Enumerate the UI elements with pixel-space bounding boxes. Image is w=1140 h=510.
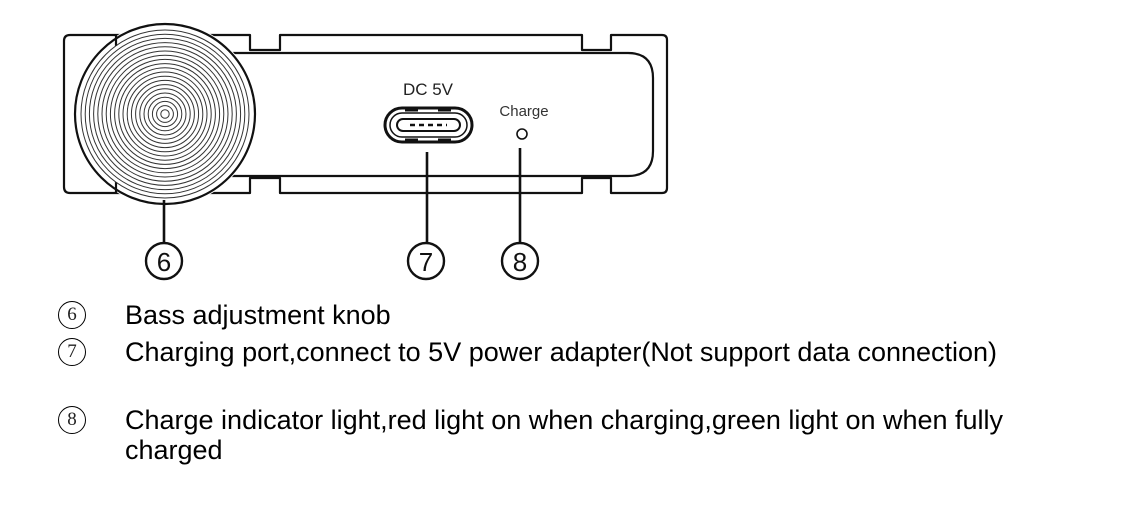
knob-ring [80, 29, 250, 199]
knob-ring [93, 42, 237, 186]
knob-ring [151, 100, 179, 128]
device-body-outline [62, 33, 669, 195]
legend-number-7: 7 [58, 338, 86, 366]
legend-number-6: 6 [58, 301, 86, 329]
knob-ring [118, 67, 212, 161]
knob-ring [139, 88, 191, 140]
device-rear-panel-diagram: DC 5V Charge 6 7 8 [62, 22, 669, 281]
callout-circle-6 [144, 241, 184, 281]
bass-knob-backdrop [73, 22, 257, 206]
callout-number-7: 7 [419, 247, 433, 277]
knob-ring [84, 33, 246, 195]
knob-ring [160, 109, 170, 119]
knob-ring [156, 105, 174, 123]
legend-text-7: Charging port,connect to 5V power adapte… [125, 337, 998, 367]
knob-ring [114, 63, 216, 165]
bass-knob[interactable] [73, 22, 257, 206]
knob-ring [147, 96, 183, 132]
legend-text-8: Charge indicator light,red light on when… [125, 405, 1004, 465]
knob-ring [122, 71, 208, 157]
knob-ring [130, 79, 200, 149]
knob-ring [126, 75, 204, 153]
callout-circle-7 [406, 241, 446, 281]
knob-ring [101, 50, 229, 178]
knob-ring [88, 37, 242, 191]
knob-ring [143, 92, 187, 136]
callout-number-8: 8 [513, 247, 527, 277]
port-label: DC 5V [403, 80, 454, 99]
led-label: Charge [499, 103, 548, 120]
knob-ring [109, 58, 221, 170]
knob-ring [135, 84, 195, 144]
callout-number-6: 6 [157, 247, 171, 277]
legend-number-8: 8 [58, 406, 86, 434]
charge-indicator-light [516, 128, 528, 140]
usb-c-port-icon [383, 106, 474, 144]
callout-circle-8 [500, 241, 540, 281]
knob-ring [97, 46, 233, 182]
legend-text-6: Bass adjustment knob [125, 300, 391, 330]
inner-panel-outline [230, 51, 655, 178]
knob-ring [105, 54, 225, 174]
